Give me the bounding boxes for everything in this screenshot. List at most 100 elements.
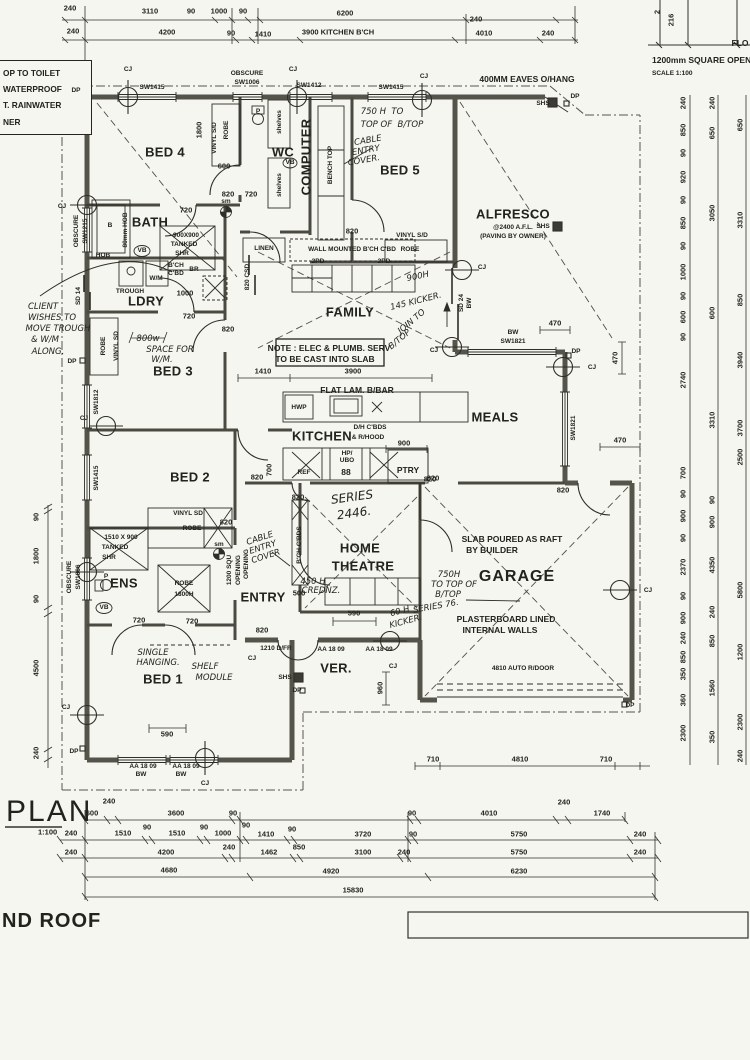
plan-annotation: CJ: [200, 779, 210, 787]
handwritten-note: 450 H: [300, 576, 326, 587]
dimension-label: 5800: [735, 581, 745, 599]
dimension-label: 4810: [511, 754, 529, 764]
plan-annotation: 4810 AUTO R/DOOR: [491, 664, 555, 672]
dimension-label: 90: [678, 489, 688, 499]
dimension-label: 4350: [707, 556, 717, 574]
plan-annotation: 80mm HOB: [121, 212, 129, 248]
dimension-label: 720: [185, 616, 199, 626]
dimension-label: 240: [102, 796, 116, 806]
dimension-label: 1200: [735, 643, 745, 661]
dimension-label: 3100: [354, 847, 372, 857]
dimension-label: 1560: [707, 679, 717, 697]
dimension-label: 820: [250, 472, 264, 482]
handwritten-note: B/TOP: [435, 589, 461, 600]
annotation-leaders: [39, 147, 521, 602]
dimension-label: 1000: [210, 6, 228, 16]
dimension-label: 3700: [735, 419, 745, 437]
plan-annotation: SW1412: [296, 81, 322, 89]
plan-annotation: DP: [69, 747, 79, 755]
smoke-detector-icons: [213, 206, 232, 560]
dimension-label: 600: [217, 161, 231, 171]
dimension-label: 710: [426, 754, 440, 764]
dimension-label: 360: [678, 693, 688, 707]
dimension-label: 240: [678, 631, 688, 645]
plan-annotation: VINYL SD: [173, 509, 203, 517]
dimension-label: 470: [548, 318, 562, 328]
dimension-label: 240: [678, 96, 688, 110]
plan-annotation: CJ: [57, 202, 67, 210]
dimension-label: 600: [678, 310, 688, 324]
room-label: BED 5: [380, 162, 420, 178]
dimension-label: 720: [182, 311, 196, 321]
dimension-label: 90: [407, 808, 417, 818]
plan-annotation: @2400 A.F.L.: [493, 223, 533, 231]
dimension-label: 90: [408, 829, 418, 839]
plan-annotation: LINEN: [254, 244, 274, 252]
dimension-label: 240: [735, 749, 745, 763]
dimension-label: 240: [66, 26, 80, 36]
plan-annotation: DP: [570, 92, 580, 100]
handwritten-note: 800w: [136, 333, 160, 344]
dimension-label: 1800: [194, 121, 204, 139]
dimension-label: 3110: [141, 6, 159, 16]
dimension-label: 240: [64, 828, 78, 838]
dimension-label: 1000: [678, 263, 688, 281]
plan-annotation: CJ: [247, 654, 257, 662]
handwritten-note: MOVE TROUGH: [25, 323, 91, 334]
room-label: BED 1: [143, 671, 183, 687]
dimension-label: 820: [556, 485, 570, 495]
dimension-label: 240: [63, 3, 77, 13]
plan-annotation: CJ: [477, 263, 487, 271]
dimension-label: 2300: [735, 713, 745, 731]
dimension-label: 240: [222, 842, 236, 852]
plan-annotation: SW1821: [500, 337, 526, 345]
plan-annotation: CJ: [79, 414, 89, 422]
dimension-label: 600: [85, 808, 99, 818]
dimension-label: 820: [221, 189, 235, 199]
dimension-label: 1:100: [38, 827, 58, 837]
room-label: WC: [271, 144, 295, 160]
dimension-label: 2: [652, 9, 662, 15]
plan-annotation: 1200mm SQUARE OPEN D: [652, 54, 750, 65]
dimension-label: 650: [735, 118, 745, 132]
plan-annotation: REF: [297, 468, 311, 476]
room-label: ALFRESCO: [476, 206, 550, 222]
plan-annotation: SW1812: [92, 389, 100, 415]
plan-annotation: 88: [341, 466, 351, 477]
dimension-label: 4200: [157, 847, 175, 857]
dimension-label: 1000: [214, 828, 232, 838]
handwritten-note: SPACE FOR: [146, 344, 194, 355]
plan-annotation: CJ: [429, 346, 439, 354]
plan-annotation: CJ: [419, 72, 429, 80]
handwritten-note: SINGLE: [137, 647, 169, 658]
dimension-label: 4200: [158, 27, 176, 37]
external-walls: [84, 94, 635, 763]
room-label: BATH: [131, 214, 169, 230]
room-label: COMPUTER: [298, 118, 314, 196]
structural-markers: [70, 80, 637, 775]
handwritten-note: TOP OF B/TOP: [360, 119, 424, 130]
dimension-label: 90: [678, 195, 688, 205]
dimension-label: 90: [678, 591, 688, 601]
dimension-label: 590: [347, 608, 361, 618]
dimension-label: 240: [557, 797, 571, 807]
plan-annotation: DP: [67, 357, 77, 365]
plan-annotation: DP: [71, 86, 81, 94]
dimension-label: 90: [678, 291, 688, 301]
dimension-label: 1410: [254, 366, 272, 376]
dimension-lines: [5, 6, 747, 902]
dimension-label: 900: [707, 515, 717, 529]
plan-annotation: AA 18 09: [365, 645, 393, 653]
dimension-label: 90: [707, 495, 717, 505]
plan-annotation: SW1415: [378, 83, 404, 91]
room-label: LDRY: [127, 293, 165, 309]
plan-annotation: SW1006: [234, 78, 260, 86]
plan-annotation: SW1415: [92, 465, 100, 491]
dimension-label: 90: [31, 512, 41, 522]
dimension-label: 90: [678, 332, 688, 342]
plan-annotation: HP/: [341, 449, 353, 457]
plan-annotation: D/H C'BDS: [353, 423, 387, 431]
diagonal-dashed-lines: [96, 101, 629, 697]
dimension-label: 2370: [678, 558, 688, 576]
